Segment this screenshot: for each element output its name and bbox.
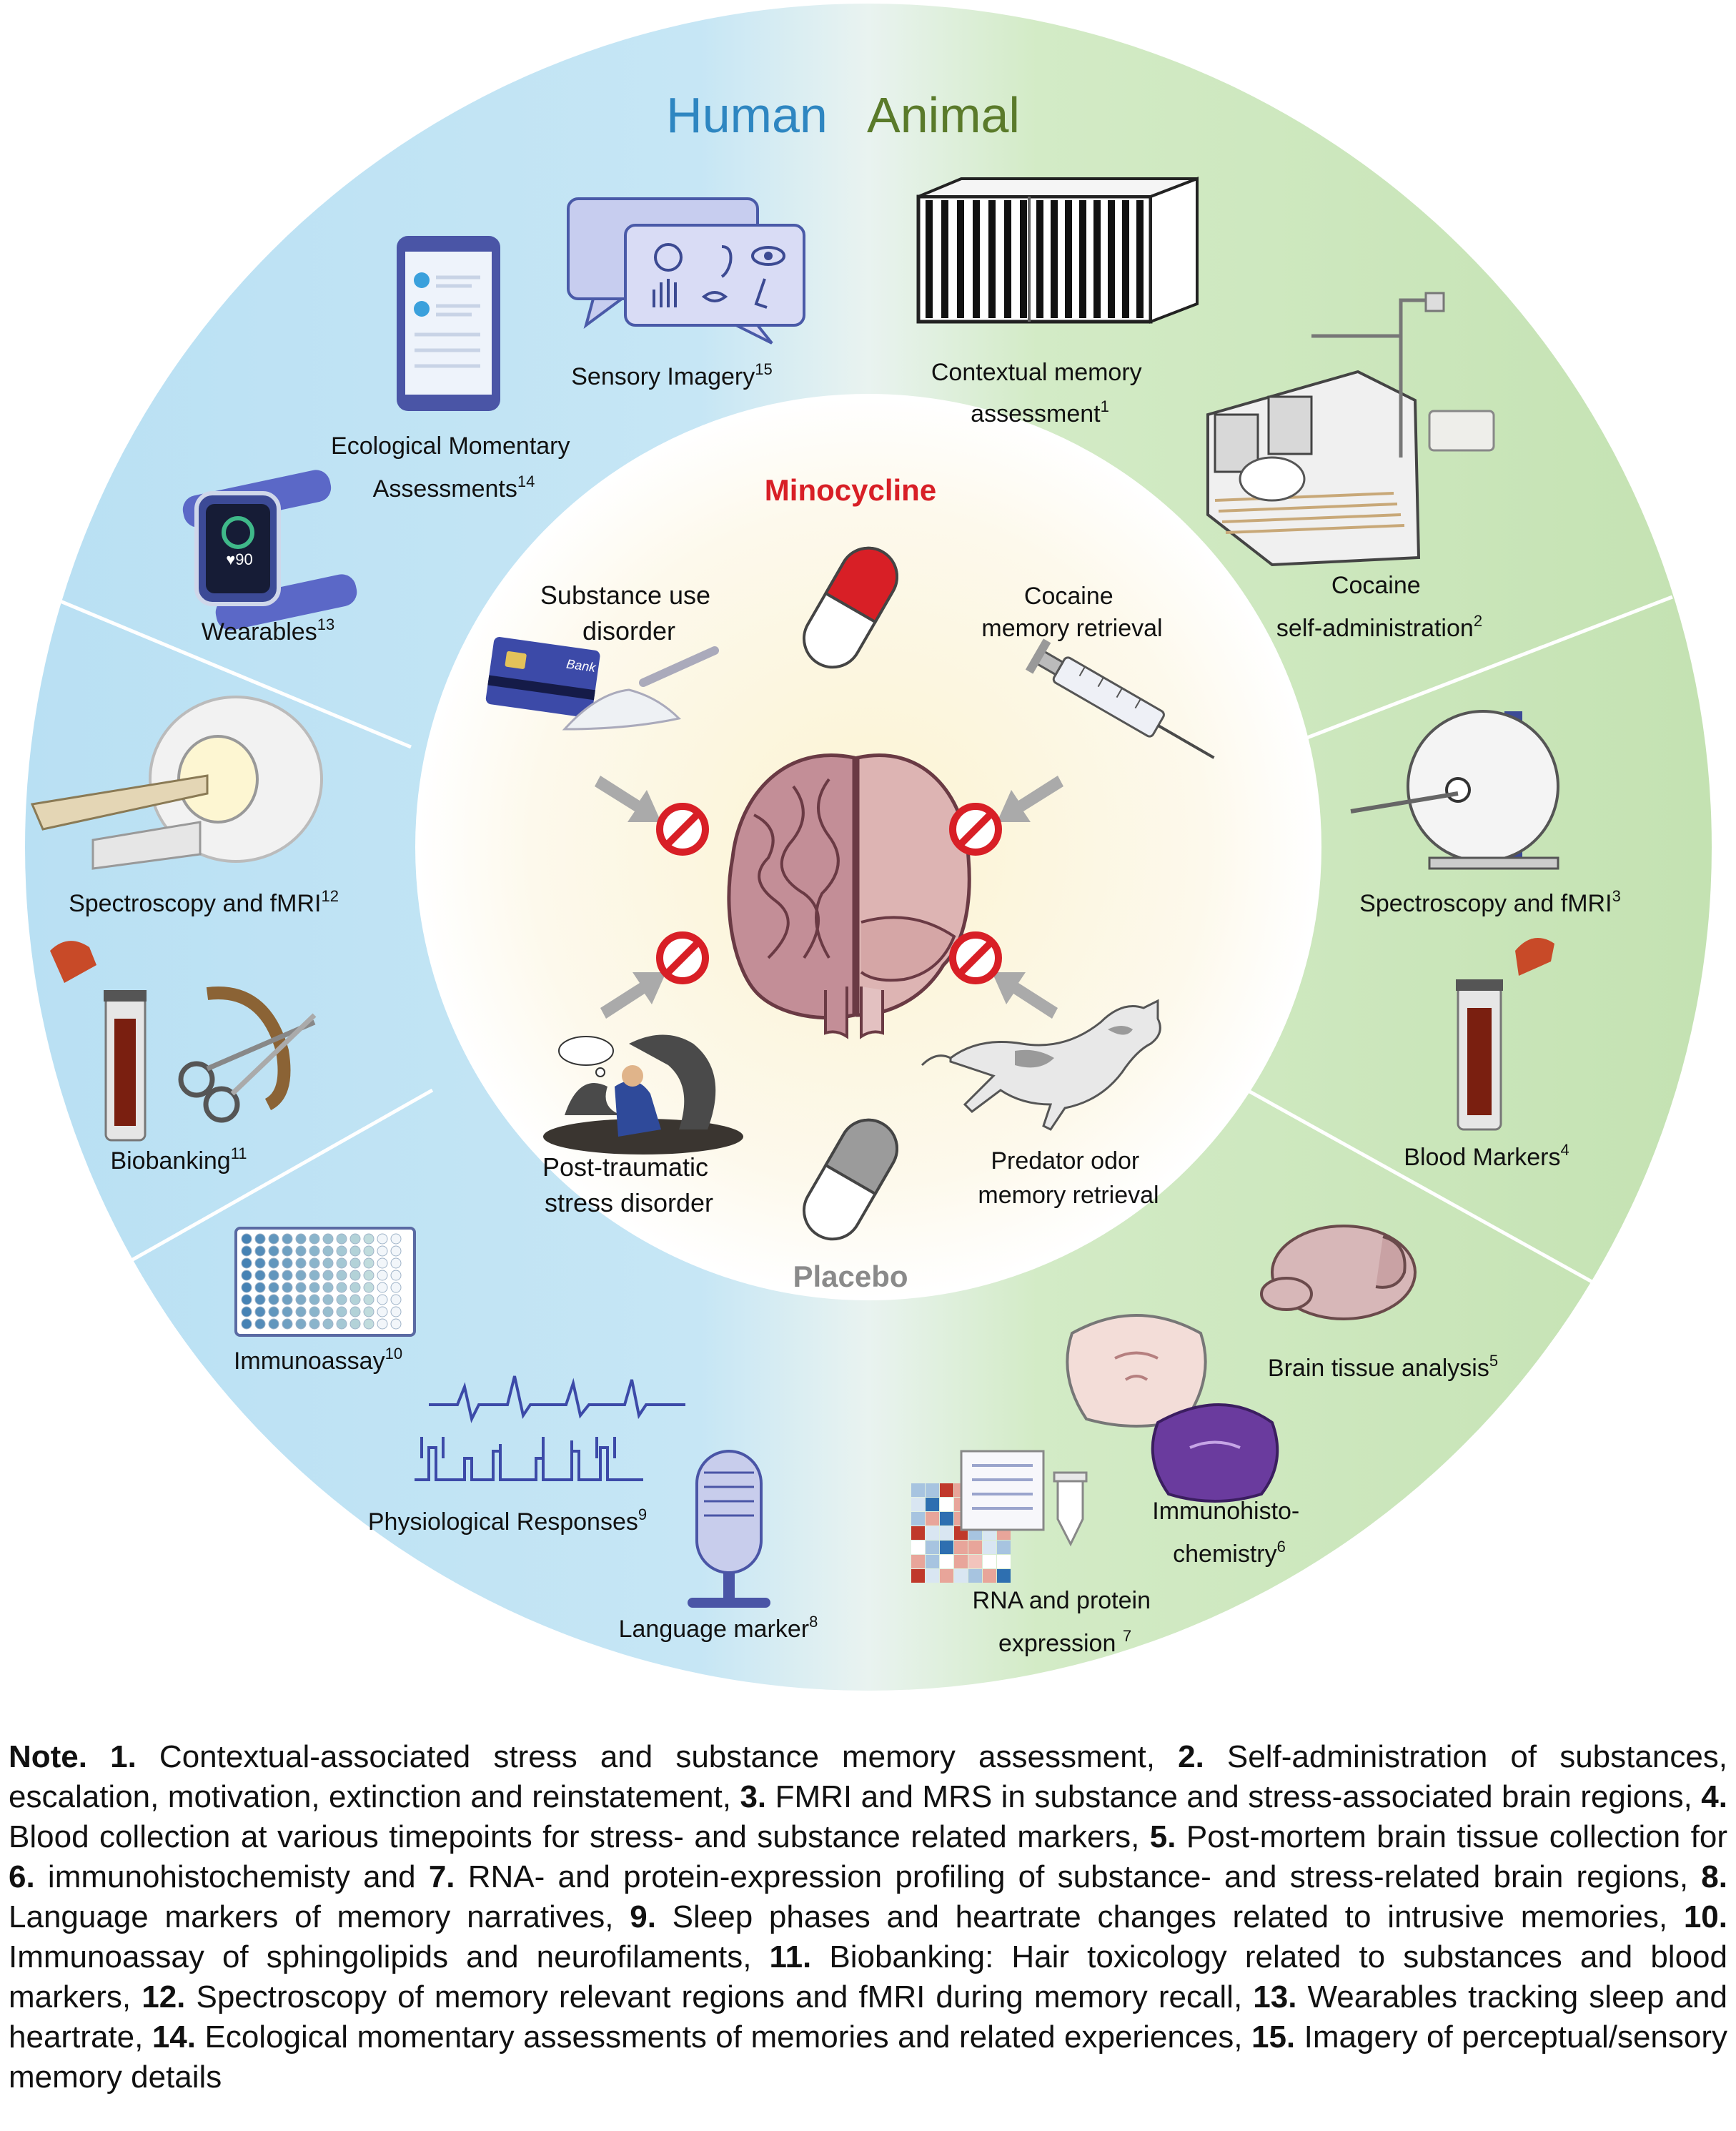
- blood-tube-animal-icon: [1456, 938, 1554, 1131]
- contextual-memory-label: Contextual memory assessment1: [931, 359, 1149, 427]
- predator-label: Predator odor memory retrieval: [978, 1147, 1159, 1209]
- hair-scissors-icon: [178, 987, 317, 1123]
- powder-straw-icon: [562, 646, 719, 731]
- context-box-icon: [916, 177, 1199, 324]
- syringe-icon: [1025, 638, 1215, 759]
- mri-scanner-animal-icon: [1350, 710, 1559, 870]
- note-item-text: Self-administration of substances, escal…: [9, 1739, 1728, 1814]
- note-item-text: Contextual-associated stress and substan…: [136, 1739, 1179, 1774]
- note-item-text: Biobanking: Hair toxicology related to s…: [9, 1939, 1727, 2014]
- cocaine-retrieval-label: Cocaine memory retrieval: [981, 583, 1162, 642]
- brain-sections-icon: [1066, 1314, 1279, 1503]
- arrow-top-left-icon: [595, 776, 661, 822]
- rodent-brain-icon: [1260, 1225, 1417, 1320]
- physiological-waves-icon: [415, 1375, 685, 1481]
- note-label: Note.: [9, 1739, 87, 1774]
- spectroscopy-human-label: Spectroscopy and fMRI12: [69, 887, 339, 917]
- sensory-imagery-label: Sensory Imagery15: [571, 360, 772, 390]
- cocaine-sa-label: Cocaine self-administration2: [1276, 572, 1482, 642]
- note-item-number: 1.: [110, 1739, 137, 1774]
- sud-label: Substance use disorder: [540, 580, 718, 646]
- language-label: Language marker8: [619, 1613, 818, 1643]
- minocycline-pill-icon: [803, 546, 898, 669]
- cat-icon: [921, 999, 1161, 1131]
- prohibition-icon-top-left: [656, 803, 709, 856]
- placebo-pill-icon: [803, 1118, 898, 1241]
- credit-card-icon: Bank: [485, 637, 600, 718]
- note-item-text: Ecological momentary assessments of memo…: [196, 2019, 1251, 2055]
- brain-tissue-label: Brain tissue analysis5: [1268, 1352, 1498, 1382]
- ema-label: Ecological Momentary Assessments14: [331, 432, 577, 503]
- note-item-text: Post-mortem brain tissue collection for: [1176, 1819, 1727, 1854]
- note-item-text: Wearables tracking sleep and heartrate,: [9, 1979, 1727, 2055]
- brain-icon: [727, 753, 971, 1039]
- note-item-text: Sleep phases and heartrate changes relat…: [655, 1899, 1684, 1934]
- physiological-label: Physiological Responses9: [368, 1505, 647, 1536]
- note-item-number: 5.: [1149, 1819, 1176, 1854]
- note-item-number: 8.: [1701, 1859, 1727, 1894]
- immunoassay-plate-icon: [234, 1227, 416, 1337]
- note-item-number: 15.: [1251, 2019, 1296, 2055]
- minocycline-label: Minocycline: [765, 473, 936, 507]
- gel-and-tube-icon: [960, 1450, 1088, 1547]
- note-item-text: Imagery of perceptual/sensory memory det…: [9, 2019, 1728, 2095]
- prohibition-icon-bottom-left: [656, 931, 709, 984]
- note-item-text: Immunoassay of sphingolipids and neurofi…: [9, 1939, 770, 1974]
- arrow-bottom-left-icon: [600, 972, 666, 1019]
- blood-tube-icon: [50, 941, 147, 1142]
- note-item-number: 10.: [1683, 1899, 1727, 1934]
- smartwatch-icon: ♥90: [182, 470, 357, 631]
- operant-chamber-icon: [1206, 292, 1495, 567]
- microphone-icon: [688, 1450, 770, 1608]
- sensory-imagery-icon: [567, 197, 805, 345]
- note-item-number: 2.: [1178, 1739, 1204, 1774]
- note-item-number: 13.: [1253, 1979, 1297, 2014]
- note-item-number: 11.: [769, 1939, 812, 1974]
- note-item-text: RNA- and protein-expression profiling of…: [455, 1859, 1702, 1894]
- diagram: Human Animal Sensory Imagery15 Ecologica…: [25, 4, 1712, 1691]
- note-item-number: 12.: [142, 1979, 186, 2014]
- note-item-number: 9.: [630, 1899, 656, 1934]
- ptsd-illustration-icon: [543, 1034, 743, 1155]
- arrow-bottom-right-icon: [992, 972, 1058, 1019]
- arrow-top-right-icon: [997, 776, 1063, 822]
- note-item-number: 3.: [740, 1779, 767, 1814]
- blood-markers-label: Blood Markers4: [1404, 1141, 1569, 1171]
- note-item-text: Spectroscopy of memory relevant regions …: [185, 1979, 1254, 2014]
- note-item-text: immunohistochemisty and: [34, 1859, 429, 1894]
- prohibition-icon-top-right: [949, 803, 1002, 856]
- ihc-label: Immunohisto- chemistry6: [1152, 1498, 1306, 1568]
- placebo-label: Placebo: [793, 1260, 908, 1293]
- animal-header: Animal: [867, 87, 1020, 143]
- biobanking-label: Biobanking11: [110, 1144, 247, 1175]
- prohibition-icon-bottom-right: [949, 931, 1002, 984]
- rna-protein-label: RNA and protein expression 7: [973, 1587, 1158, 1657]
- note-item-text: FMRI and MRS in substance and stress-ass…: [766, 1779, 1702, 1814]
- note-item-text: Blood collection at various timepoints f…: [9, 1819, 1150, 1854]
- watch-readout: ♥90: [226, 550, 253, 568]
- immunoassay-label: Immunoassay10: [234, 1345, 402, 1375]
- wearables-label: Wearables13: [202, 615, 334, 646]
- human-header: Human: [666, 87, 828, 143]
- note-paragraph: Note. 1. Contextual-associated stress an…: [9, 1737, 1727, 2097]
- ring-dividers: [49, 595, 1673, 1289]
- spectroscopy-animal-label: Spectroscopy and fMRI3: [1359, 887, 1621, 917]
- note-item-number: 7.: [428, 1859, 455, 1894]
- smartphone-icon: [397, 236, 500, 411]
- note-item-number: 6.: [9, 1859, 35, 1894]
- note-item-number: 14.: [152, 2019, 196, 2055]
- note-item-text: Language markers of memory narratives,: [9, 1899, 630, 1934]
- ptsd-label: Post-traumatic stress disorder: [542, 1152, 715, 1217]
- mri-scanner-human-icon: [30, 696, 323, 870]
- note-item-number: 4.: [1701, 1779, 1727, 1814]
